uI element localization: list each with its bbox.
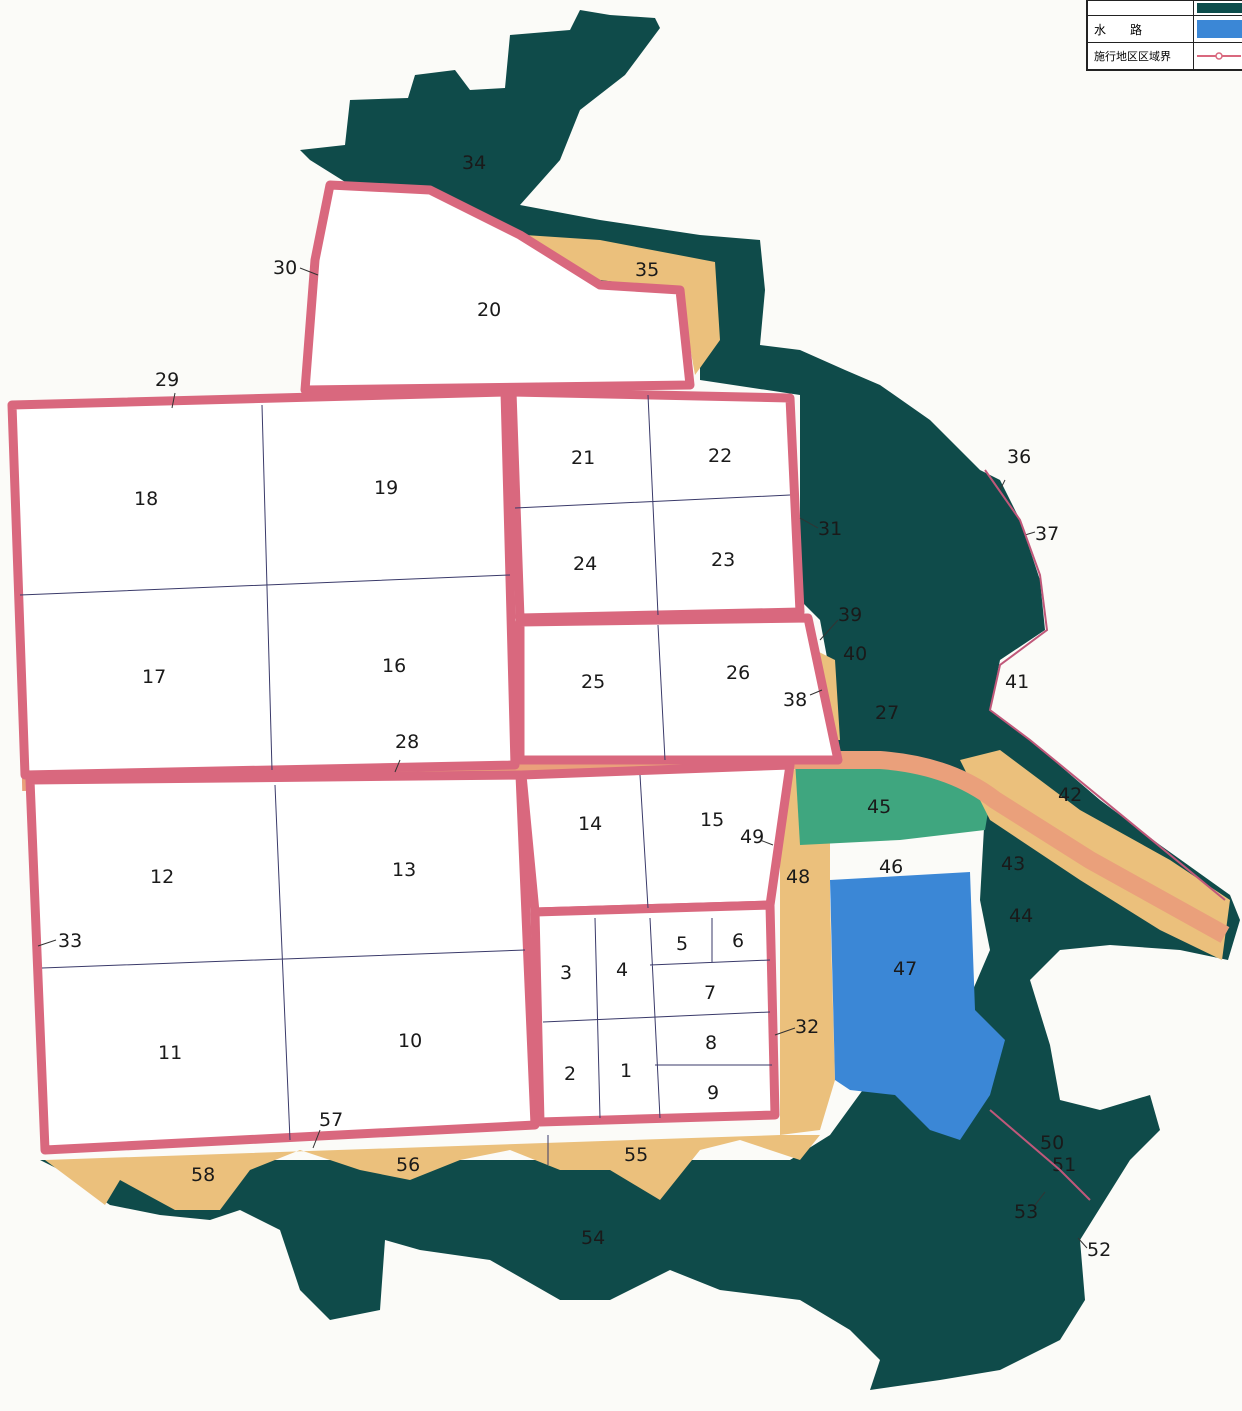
lot-label-52: 52 xyxy=(1087,1239,1111,1261)
lot-labels: 1 2 3 4 5 6 7 8 9 10 11 12 13 14 15 16 1… xyxy=(58,152,1111,1261)
block-21-24 xyxy=(507,387,805,623)
lot-label-9: 9 xyxy=(707,1082,719,1104)
legend-swatch-forest xyxy=(1197,3,1242,13)
lot-label-8: 8 xyxy=(705,1032,717,1054)
lot-label-18: 18 xyxy=(134,488,158,510)
lot-label-49: 49 xyxy=(740,826,764,848)
lot-label-10: 10 xyxy=(398,1030,422,1052)
lot-label-40: 40 xyxy=(843,643,867,665)
block-25-26 xyxy=(515,613,843,765)
lot-label-39: 39 xyxy=(838,604,862,626)
lot-label-12: 12 xyxy=(150,866,174,888)
lot-label-13: 13 xyxy=(392,859,416,881)
lot-label-46: 46 xyxy=(879,856,903,878)
lot-label-37: 37 xyxy=(1035,523,1059,545)
legend-label-boundary: 施行地区区域界 xyxy=(1088,43,1194,69)
legend-swatch-boundary xyxy=(1197,51,1242,61)
lot-label-26: 26 xyxy=(726,662,750,684)
lot-label-58: 58 xyxy=(191,1164,215,1186)
lot-label-22: 22 xyxy=(708,445,732,467)
lot-label-1: 1 xyxy=(620,1060,632,1082)
lot-label-7: 7 xyxy=(704,982,716,1004)
lot-label-34: 34 xyxy=(462,152,486,174)
main-road-28 xyxy=(21,751,1230,943)
legend-row-boundary: 施行地区区域界 xyxy=(1088,42,1242,69)
lot-label-21: 21 xyxy=(571,447,595,469)
lot-label-27: 27 xyxy=(875,702,899,724)
lot-label-25: 25 xyxy=(581,671,605,693)
lot-label-36: 36 xyxy=(1007,446,1031,468)
lot-label-33: 33 xyxy=(58,930,82,952)
lot-label-15: 15 xyxy=(700,809,724,831)
lot-label-20: 20 xyxy=(477,299,501,321)
lot-label-57: 57 xyxy=(319,1109,343,1131)
lot-label-16: 16 xyxy=(382,655,406,677)
lot-label-56: 56 xyxy=(396,1154,420,1176)
map-legend: 水 路 施行地区区域界 xyxy=(1086,0,1242,71)
lot-label-47: 47 xyxy=(893,958,917,980)
legend-label-forest xyxy=(1088,1,1194,15)
lot-label-35: 35 xyxy=(635,259,659,281)
lot-label-38: 38 xyxy=(783,689,807,711)
legend-row-forest xyxy=(1088,1,1242,15)
lot-label-6: 6 xyxy=(732,930,744,952)
lot-label-19: 19 xyxy=(374,477,398,499)
lot-label-30: 30 xyxy=(273,257,297,279)
lot-label-28: 28 xyxy=(395,731,419,753)
lot-label-24: 24 xyxy=(573,553,597,575)
lot-label-53: 53 xyxy=(1014,1201,1038,1223)
lot-label-42: 42 xyxy=(1058,784,1082,806)
lot-label-43: 43 xyxy=(1001,853,1025,875)
lot-label-31: 31 xyxy=(818,518,842,540)
lot-label-23: 23 xyxy=(711,549,735,571)
legend-label-waterway: 水 路 xyxy=(1088,16,1194,42)
legend-row-waterway: 水 路 xyxy=(1088,15,1242,42)
legend-swatch-waterway xyxy=(1197,19,1242,39)
lot-label-2: 2 xyxy=(564,1063,576,1085)
lot-label-29: 29 xyxy=(155,369,179,391)
park-45 xyxy=(795,760,990,845)
block-18-19-16-17 xyxy=(7,387,520,780)
lot-label-48: 48 xyxy=(786,866,810,888)
water-47 xyxy=(830,872,1005,1140)
lot-label-32: 32 xyxy=(795,1016,819,1038)
slope-58-56-55 xyxy=(45,1135,820,1210)
east-boundary-line xyxy=(984,469,1226,1201)
lot-label-11: 11 xyxy=(158,1042,182,1064)
slope-35 xyxy=(525,235,720,375)
lot-label-45: 45 xyxy=(867,796,891,818)
lot-label-55: 55 xyxy=(624,1144,648,1166)
lot-label-14: 14 xyxy=(578,813,602,835)
lot-label-50: 50 xyxy=(1040,1132,1064,1154)
lot-label-3: 3 xyxy=(560,962,572,984)
lot-label-41: 41 xyxy=(1005,671,1029,693)
block-20 xyxy=(300,180,695,395)
lot-label-4: 4 xyxy=(616,959,628,981)
lot-label-17: 17 xyxy=(142,666,166,688)
lot-label-44: 44 xyxy=(1009,905,1033,927)
slope-32-48 xyxy=(780,765,835,1135)
lot-label-54: 54 xyxy=(581,1227,605,1249)
lot-label-51: 51 xyxy=(1052,1154,1076,1176)
lot-label-5: 5 xyxy=(676,933,688,955)
